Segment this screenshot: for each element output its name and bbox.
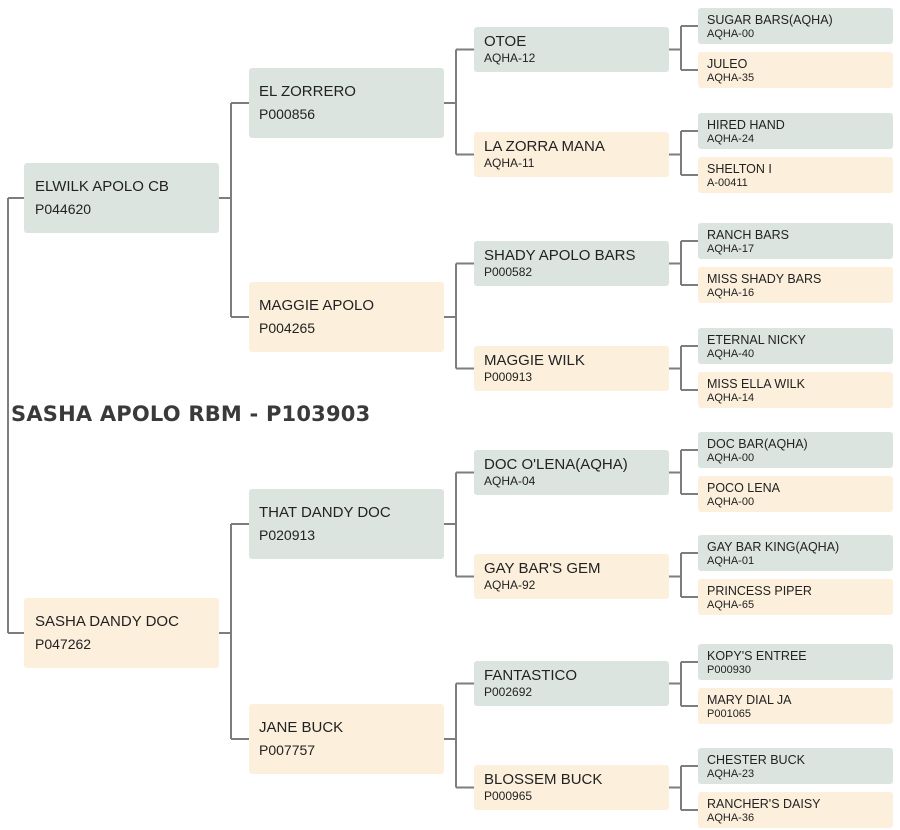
registration-number: A-00411 bbox=[707, 177, 748, 189]
registration-number: P000856 bbox=[259, 106, 316, 122]
grandparent-box-2: MAGGIE APOLO P004265 bbox=[249, 282, 444, 352]
parent-box-1: ELWILK APOLO CB P044620 bbox=[24, 163, 219, 233]
horse-name: JULEO bbox=[707, 57, 748, 71]
horse-name: SASHA DANDY DOC bbox=[35, 613, 179, 630]
registration-number: P044620 bbox=[35, 201, 92, 217]
horse-name: POCO LENA bbox=[707, 481, 780, 495]
registration-number: AQHA-14 bbox=[707, 392, 755, 404]
horse-name: SHELTON I bbox=[707, 162, 772, 176]
horse-name: JANE BUCK bbox=[259, 719, 344, 736]
horse-name: DOC BAR(AQHA) bbox=[707, 437, 808, 451]
horse-name: OTOE bbox=[484, 33, 527, 50]
horse-name: LA ZORRA MANA bbox=[484, 138, 605, 155]
registration-number: AQHA-00 bbox=[707, 496, 755, 508]
registration-number: P047262 bbox=[35, 636, 92, 652]
horse-name: GAY BAR'S GEM bbox=[484, 560, 601, 577]
registration-number: AQHA-01 bbox=[707, 555, 755, 567]
registration-number: P000930 bbox=[707, 664, 752, 676]
registration-number: AQHA-16 bbox=[707, 287, 755, 299]
horse-name: EL ZORRERO bbox=[259, 83, 356, 100]
registration-number: P020913 bbox=[259, 527, 316, 543]
horse-name: HIRED HAND bbox=[707, 118, 785, 132]
grandparent-box-4: JANE BUCK P007757 bbox=[249, 704, 444, 774]
horse-name: THAT DANDY DOC bbox=[259, 504, 391, 521]
registration-number: P001065 bbox=[707, 708, 752, 720]
horse-name: RANCH BARS bbox=[707, 228, 789, 242]
horse-name: SUGAR BARS(AQHA) bbox=[707, 13, 833, 27]
great-grandparent-box-5: DOC O'LENA(AQHA)AQHA-04 bbox=[474, 450, 669, 495]
horse-name: MAGGIE APOLO bbox=[259, 297, 375, 314]
horse-name: MISS ELLA WILK bbox=[707, 377, 805, 391]
great-great-grandparent-box-9: DOC BAR(AQHA)AQHA-00 bbox=[698, 432, 893, 468]
registration-number: P000913 bbox=[484, 370, 533, 384]
horse-name: MISS SHADY BARS bbox=[707, 272, 822, 286]
registration-number: AQHA-17 bbox=[707, 243, 755, 255]
horse-name: KOPY'S ENTREE bbox=[707, 649, 807, 663]
registration-number: AQHA-11 bbox=[484, 156, 535, 170]
horse-name: MARY DIAL JA bbox=[707, 693, 792, 707]
registration-number: AQHA-12 bbox=[484, 51, 536, 65]
registration-number: AQHA-65 bbox=[707, 599, 755, 611]
registration-number: P000965 bbox=[484, 789, 533, 803]
registration-number: AQHA-04 bbox=[484, 474, 536, 488]
horse-name: ETERNAL NICKY bbox=[707, 333, 806, 347]
registration-number: P007757 bbox=[259, 742, 316, 758]
registration-number: P002692 bbox=[484, 685, 533, 699]
registration-number: AQHA-92 bbox=[484, 578, 536, 592]
registration-number: AQHA-23 bbox=[707, 768, 755, 780]
grandparent-box-3: THAT DANDY DOC P020913 bbox=[249, 489, 444, 559]
horse-name: MAGGIE WILK bbox=[484, 352, 585, 369]
horse-name: SHADY APOLO BARS bbox=[484, 247, 636, 264]
horse-name: ELWILK APOLO CB bbox=[35, 178, 169, 195]
registration-number: P004265 bbox=[259, 320, 316, 336]
horse-name: DOC O'LENA(AQHA) bbox=[484, 456, 628, 473]
subject-horse-title: SASHA APOLO RBM - P103903 bbox=[11, 402, 371, 426]
great-great-grandparent-box-1: SUGAR BARS(AQHA)AQHA-00 bbox=[698, 8, 893, 44]
registration-number: AQHA-00 bbox=[707, 452, 755, 464]
registration-number: AQHA-36 bbox=[707, 812, 755, 824]
registration-number: AQHA-40 bbox=[707, 348, 755, 360]
registration-number: P000582 bbox=[484, 265, 533, 279]
horse-name: CHESTER BUCK bbox=[707, 753, 805, 767]
horse-name: PRINCESS PIPER bbox=[707, 584, 812, 598]
parent-box-2: SASHA DANDY DOC P047262 bbox=[24, 598, 219, 668]
horse-name: FANTASTICO bbox=[484, 667, 578, 684]
grandparent-box-1: EL ZORRERO P000856 bbox=[249, 68, 444, 138]
horse-name: RANCHER'S DAISY bbox=[707, 797, 821, 811]
horse-name: GAY BAR KING(AQHA) bbox=[707, 540, 840, 554]
horse-name: BLOSSEM BUCK bbox=[484, 771, 603, 788]
registration-number: AQHA-24 bbox=[707, 133, 755, 145]
registration-number: AQHA-35 bbox=[707, 72, 755, 84]
registration-number: AQHA-00 bbox=[707, 28, 755, 40]
great-great-grandparent-box-11: GAY BAR KING(AQHA)AQHA-01 bbox=[698, 535, 893, 571]
